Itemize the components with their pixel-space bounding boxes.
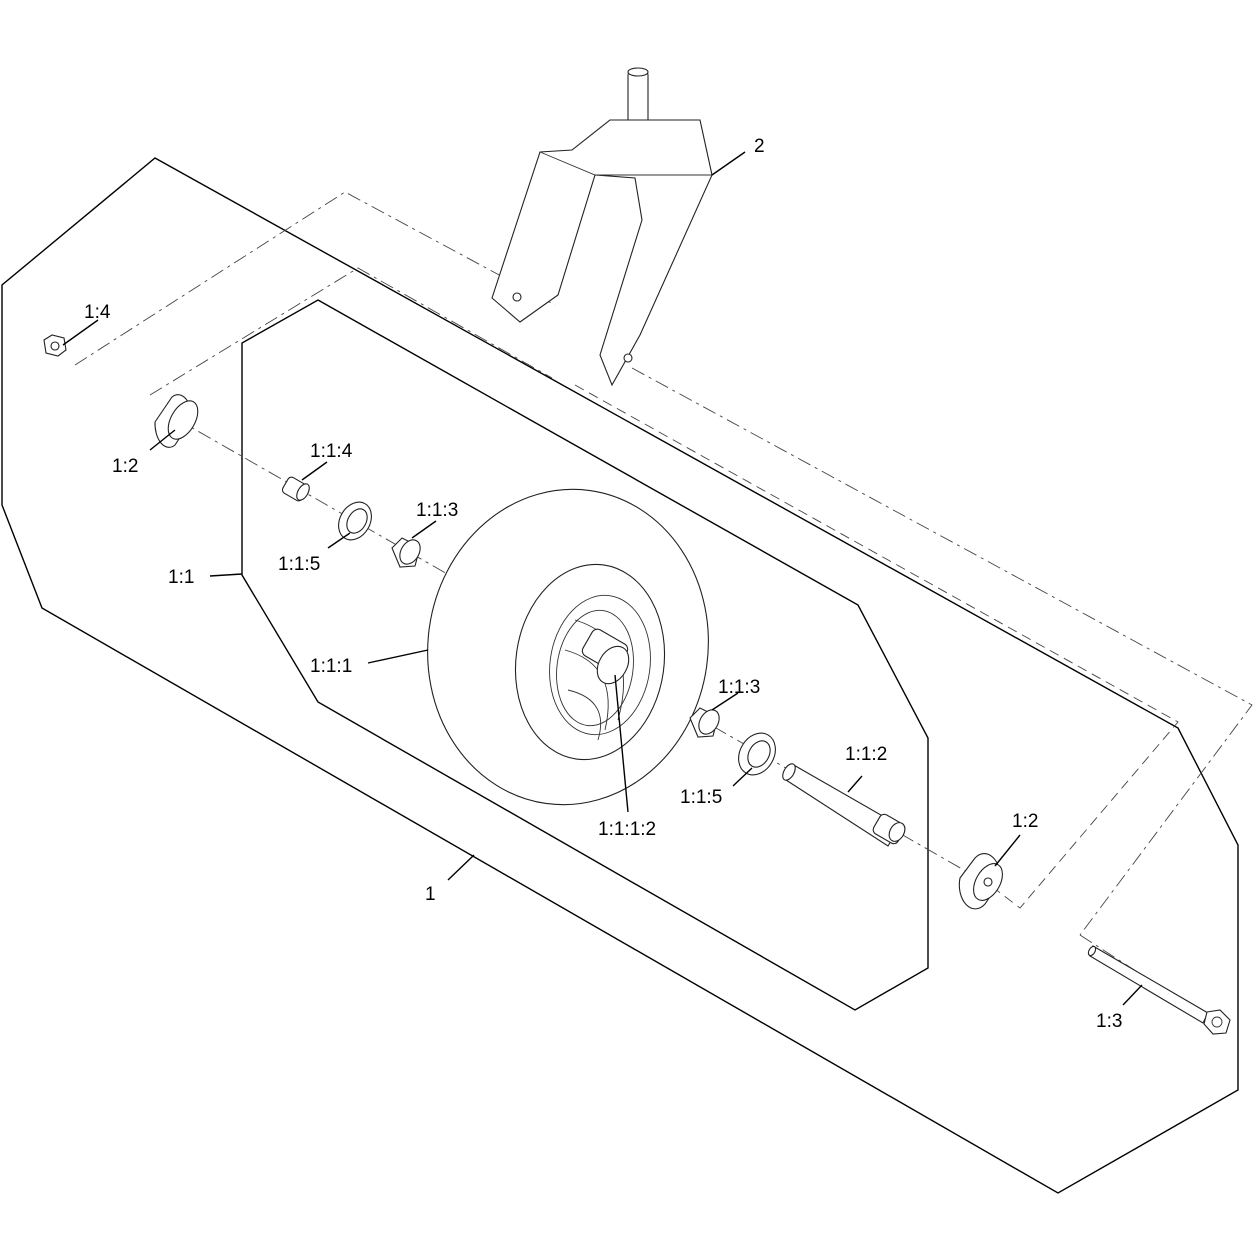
nut-1-4: [43, 334, 67, 357]
roller-bearing-1-1-3-upper: [391, 537, 421, 568]
callout-1-1-5-lower: 1:1:5: [680, 787, 722, 808]
roller-bearing-1-1-3-lower: [689, 707, 720, 738]
callout-1-1-1: 1:1:1: [310, 656, 352, 677]
callout-1-1-2: 1:1:2: [845, 744, 887, 765]
spacer-1-2-right: [958, 853, 1003, 910]
callout-1-2-right: 1:2: [1012, 811, 1038, 832]
caster-fork: [491, 67, 713, 387]
callout-labels: 2 1:4 1:2 1:1:4 1:1:3 1:1:5 1:1 1:1:1 1:…: [84, 136, 1122, 1032]
callout-2: 2: [754, 136, 765, 157]
fork-right-centerline: [631, 367, 1253, 936]
callout-1-3: 1:3: [1096, 1011, 1122, 1032]
spacer-1-2-left: [154, 394, 199, 448]
leader-lines: [62, 151, 1143, 1006]
callout-1-2-left: 1:2: [112, 456, 138, 477]
callout-1-1-5-upper: 1:1:5: [278, 554, 320, 575]
fork-to-nut-line: [149, 267, 553, 396]
callout-1-1-3-lower: 1:1:3: [718, 677, 760, 698]
callout-1-4: 1:4: [84, 302, 111, 323]
assembly-1-1-boundary: [241, 299, 929, 1011]
bolt-1-3: [1087, 945, 1231, 1035]
fork-left-centerline: [74, 191, 556, 366]
callout-1-1-3-upper: 1:1:3: [416, 500, 458, 521]
callout-1: 1: [425, 884, 436, 905]
spacer-right-guide: [574, 384, 1179, 909]
wheel-1-1-1: [427, 488, 709, 806]
spacer-1-1-4: [281, 476, 310, 502]
bearing-race-1-1-5-lower: [738, 732, 776, 776]
assembly-1-boundary: [1, 157, 1239, 1194]
callout-1-1: 1:1: [168, 567, 194, 588]
callout-1-1-4: 1:1:4: [310, 441, 353, 462]
axle-tube-1-1-2: [782, 763, 906, 847]
bearing-race-1-1-5-upper: [338, 501, 372, 541]
callout-1-1-1-2: 1:1:1:2: [598, 819, 656, 840]
